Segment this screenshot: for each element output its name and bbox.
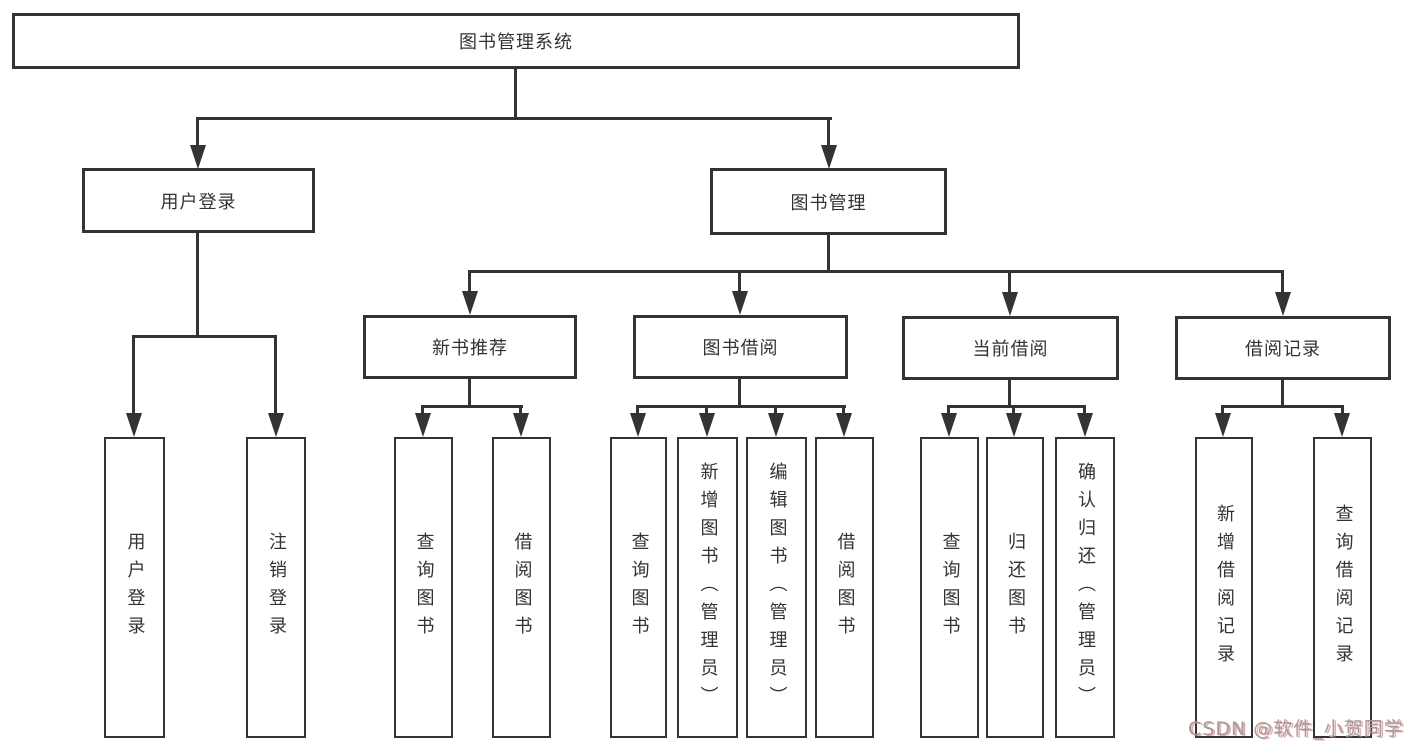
node-leaf-user-login: 用户登录: [104, 437, 165, 738]
connector-line: [1008, 378, 1011, 408]
node-book-management: 图书管理: [710, 168, 947, 235]
connector-line: [947, 405, 950, 417]
connector-line: [468, 270, 1284, 273]
arrow-down-icon: [415, 413, 431, 437]
node-borrow-records: 借阅记录: [1175, 316, 1391, 380]
arrow-down-icon: [513, 413, 529, 437]
node-label: 编辑图书（管理员）: [766, 461, 788, 714]
node-label: 借阅图书: [511, 531, 533, 644]
connector-line: [421, 405, 523, 408]
node-label: 归还图书: [1005, 531, 1026, 644]
node-label: 查询图书: [628, 531, 650, 644]
arrow-down-icon: [699, 413, 715, 437]
node-leaf-borrow-books-recommend: 借阅图书: [492, 437, 551, 738]
arrow-down-icon: [1006, 413, 1022, 437]
node-leaf-borrow-books: 借阅图书: [815, 437, 874, 738]
connector-line: [827, 233, 830, 273]
arrow-down-icon: [1275, 292, 1291, 316]
connector-line: [1221, 405, 1344, 408]
node-leaf-add-borrow-record: 新增借阅记录: [1195, 437, 1253, 738]
connector-line: [827, 117, 830, 148]
connector-line: [947, 405, 1086, 408]
node-label: 当前借阅: [972, 339, 1049, 360]
node-leaf-query-books-borrow: 查询图书: [610, 437, 667, 738]
arrow-down-icon: [836, 413, 852, 437]
connector-line: [132, 335, 277, 338]
node-label: 用户登录: [160, 191, 237, 213]
node-leaf-edit-books-admin: 编辑图书（管理员）: [746, 437, 807, 738]
connector-line: [421, 405, 424, 417]
node-current-borrow: 当前借阅: [902, 316, 1119, 380]
arrow-down-icon: [1215, 413, 1231, 437]
node-new-book-recommend: 新书推荐: [363, 315, 577, 379]
connector-line: [1341, 405, 1344, 417]
connector-line: [1281, 378, 1284, 408]
arrow-down-icon: [630, 413, 646, 437]
node-label: 新增借阅记录: [1214, 503, 1235, 672]
node-leaf-logout: 注销登录: [246, 437, 306, 738]
node-book-borrow: 图书借阅: [633, 315, 848, 379]
arrow-down-icon: [268, 413, 284, 437]
node-label: 借阅图书: [834, 531, 856, 644]
node-label: 借阅记录: [1245, 339, 1321, 360]
connector-line: [774, 405, 777, 417]
connector-line: [519, 405, 522, 417]
connector-line: [636, 405, 846, 408]
arrow-down-icon: [1077, 413, 1093, 437]
connector-line: [705, 405, 708, 417]
connector-line: [842, 405, 845, 417]
connector-line: [132, 335, 135, 415]
connector-line: [196, 231, 199, 337]
node-label: 图书借阅: [702, 338, 779, 359]
node-leaf-confirm-return-admin: 确认归还（管理员）: [1055, 437, 1115, 738]
node-leaf-query-borrow-record: 查询借阅记录: [1313, 437, 1372, 738]
connector-line: [514, 66, 517, 119]
arrow-down-icon: [732, 291, 748, 315]
node-leaf-return-books: 归还图书: [986, 437, 1044, 738]
connector-line: [1012, 405, 1015, 417]
connector-line: [738, 377, 741, 408]
connector-line: [738, 270, 741, 293]
node-root-system: 图书管理系统: [12, 13, 1020, 69]
node-label: 用户登录: [124, 531, 146, 644]
connector-line: [274, 335, 277, 415]
node-label: 查询图书: [939, 531, 961, 644]
node-leaf-query-books-recommend: 查询图书: [394, 437, 453, 738]
connector-line: [197, 117, 832, 120]
arrow-down-icon: [768, 413, 784, 437]
node-label: 查询借阅记录: [1332, 503, 1354, 672]
node-root-label: 图书管理系统: [459, 32, 573, 53]
connector-line: [196, 117, 199, 148]
arrow-down-icon: [1002, 292, 1018, 316]
arrow-down-icon: [462, 291, 478, 315]
node-leaf-add-books-admin: 新增图书（管理员）: [677, 437, 738, 738]
connector-line: [1083, 405, 1086, 417]
arrow-down-icon: [821, 145, 837, 169]
connector-line: [1281, 270, 1284, 293]
connector-line: [636, 405, 639, 417]
node-label: 图书管理: [790, 192, 867, 214]
node-user-login: 用户登录: [82, 168, 315, 233]
connector-line: [468, 270, 471, 293]
arrow-down-icon: [941, 413, 957, 437]
connector-line: [1008, 270, 1011, 293]
arrow-down-icon: [126, 413, 142, 437]
connector-line: [468, 377, 471, 408]
node-label: 新书推荐: [432, 338, 508, 359]
node-leaf-query-books-current: 查询图书: [920, 437, 979, 738]
node-label: 注销登录: [266, 531, 287, 644]
node-label: 新增图书（管理员）: [697, 461, 719, 714]
arrow-down-icon: [190, 145, 206, 169]
node-label: 查询图书: [413, 531, 435, 644]
arrow-down-icon: [1334, 413, 1350, 437]
connector-line: [1221, 405, 1224, 417]
node-label: 确认归还（管理员）: [1075, 461, 1096, 714]
csdn-watermark: CSDN @软件_小贺同学: [1188, 718, 1404, 740]
